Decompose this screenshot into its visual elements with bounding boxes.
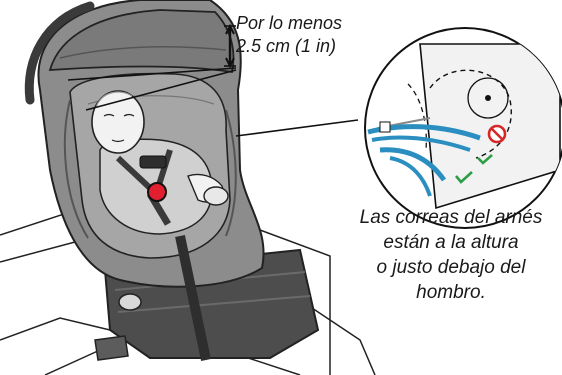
detail-inset: [364, 27, 562, 229]
harness-strap-left: [115, 155, 153, 191]
harness: [115, 149, 211, 362]
measurement-label-line-1: Por lo menos: [236, 13, 343, 33]
measurement-label: Por lo menos 2.5 cm (1 in): [236, 12, 396, 58]
infant-head: [91, 90, 145, 154]
chest-clip: [139, 155, 167, 169]
base-latch: [94, 335, 129, 361]
caption-line-1: Las correas del arnés: [359, 207, 543, 228]
check-mark-icon: [455, 171, 473, 184]
measurement-label-line-2: 2.5 cm (1 in): [236, 36, 337, 56]
canopy: [48, 9, 235, 74]
buckle-release-icon: [147, 182, 167, 202]
measurement-indicator: [67, 23, 237, 111]
carry-handle: [24, 1, 95, 105]
inset-harness-strap: [367, 124, 481, 141]
check-mark-icon: [477, 154, 493, 165]
no-symbol-icon: [487, 124, 507, 144]
caption-line-2: están a la altura: [383, 232, 519, 253]
caption-line-4: hombro.: [416, 282, 486, 303]
seat-belt-strap: [175, 234, 211, 362]
callout-pointer: [235, 119, 359, 137]
harness-strap-caption: Las correas del arnés están a la altura …: [340, 205, 562, 305]
harness-strap-right: [155, 149, 173, 189]
base-release-button: [118, 293, 142, 311]
caption-line-3: o justo debajo del: [376, 257, 526, 278]
